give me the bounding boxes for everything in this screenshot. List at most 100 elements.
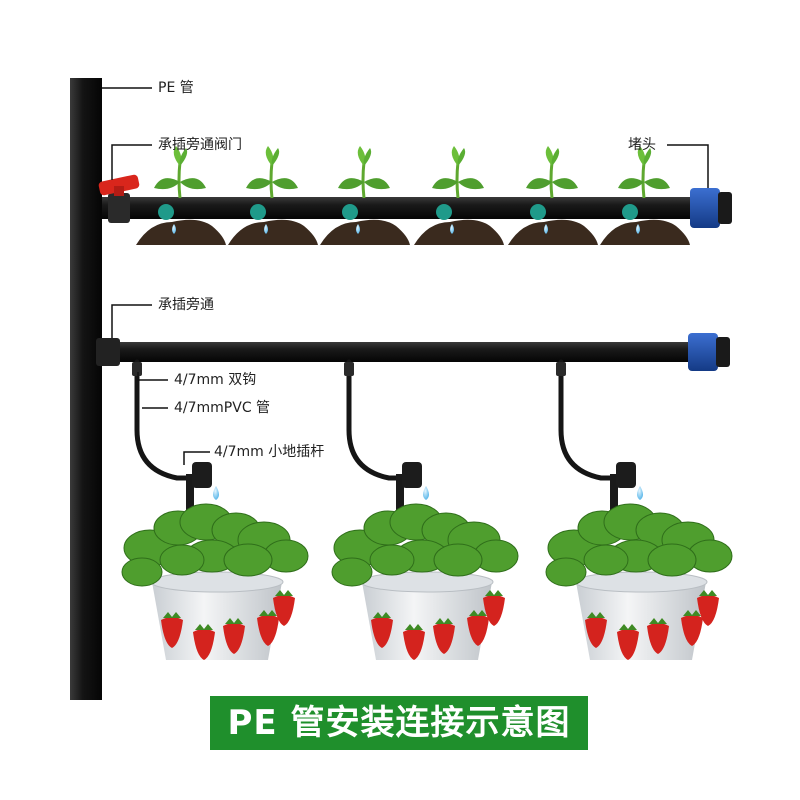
strawberry-calyx xyxy=(259,610,277,616)
strawberry xyxy=(617,629,639,660)
diagram-caption: PE 管安装连接示意图 xyxy=(210,696,588,750)
soil-mound xyxy=(600,219,690,245)
seedling-leaf xyxy=(272,178,298,190)
seedling-leaf xyxy=(173,146,182,166)
seedling xyxy=(414,146,504,245)
strawberry xyxy=(483,595,505,626)
strawberry xyxy=(467,615,489,646)
seedling-leaf xyxy=(246,178,272,190)
seedling-leaf xyxy=(545,146,554,166)
stake-dripper xyxy=(192,462,212,488)
seedling-leaf xyxy=(265,146,274,166)
pot-rim xyxy=(150,571,284,593)
strawberry-calyx xyxy=(405,624,423,630)
strawberry-calyx xyxy=(225,618,243,624)
seedling-stem xyxy=(455,161,460,199)
water-drop xyxy=(213,486,219,500)
seedling-stem xyxy=(269,161,274,199)
strawberry-leaf xyxy=(583,544,629,576)
strawberry-calyx xyxy=(435,618,453,624)
strawberry-leaf xyxy=(331,557,373,587)
flower-pot xyxy=(152,582,282,660)
label-pvc-tube: 4/7mmPVC 管 xyxy=(174,400,271,416)
seedling-leaf xyxy=(644,178,670,190)
ground-stake xyxy=(396,474,404,524)
dripper xyxy=(436,204,452,220)
seedling-leaf xyxy=(526,178,552,190)
seedling-stem xyxy=(361,161,366,199)
strawberry xyxy=(433,623,455,654)
double-hook xyxy=(132,362,142,376)
seedling-leaf xyxy=(643,148,652,166)
strawberry-leaf xyxy=(223,543,273,577)
soil-mound xyxy=(320,219,410,245)
strawberry-leaf xyxy=(647,543,697,577)
strawberry xyxy=(273,595,295,626)
strawberry xyxy=(193,629,215,660)
seedling-leaf xyxy=(451,146,460,166)
label-double-hook: 4/7mm 双钩 xyxy=(174,372,257,388)
dripper xyxy=(250,204,266,220)
seedling-leaf xyxy=(180,178,206,190)
dripper xyxy=(158,204,174,220)
strawberry-leaf xyxy=(121,557,163,587)
seedling xyxy=(136,146,226,245)
seedling-leaf xyxy=(551,148,560,166)
strawberry-calyx xyxy=(469,610,487,616)
strawberry-calyx xyxy=(275,590,293,596)
strawberry xyxy=(161,617,183,648)
label-bypass-valve: 承插旁通阀门 xyxy=(158,137,242,153)
water-drop xyxy=(264,224,268,234)
strawberry xyxy=(697,595,719,626)
upper-end-plug xyxy=(690,188,732,228)
dripper xyxy=(530,204,546,220)
strawberry-calyx xyxy=(683,610,701,616)
seedling-stem xyxy=(177,161,182,199)
strawberry-calyx xyxy=(163,612,181,618)
seedling-leaf xyxy=(154,178,180,190)
strawberry-calyx xyxy=(373,612,391,618)
pvc-tube xyxy=(558,359,614,481)
water-drop xyxy=(172,224,176,234)
seedling-leaf xyxy=(271,148,280,166)
seedling-row xyxy=(136,146,690,245)
dripper xyxy=(342,204,358,220)
water-drop xyxy=(423,486,429,500)
soil-mound xyxy=(414,219,504,245)
seedling-leaf xyxy=(363,148,372,166)
seedling xyxy=(228,146,318,245)
strawberry xyxy=(681,615,703,646)
strawberry xyxy=(257,615,279,646)
lower-horizontal-pipe xyxy=(102,342,702,362)
pot-rim xyxy=(360,571,494,593)
seedling-leaf xyxy=(432,178,458,190)
water-drop xyxy=(637,486,643,500)
strawberry-leaf xyxy=(159,544,205,576)
seedling-leaf xyxy=(364,178,390,190)
ground-stake xyxy=(610,474,618,524)
seedling-leaf xyxy=(618,178,644,190)
double-hook xyxy=(344,362,354,376)
seedling-leaf xyxy=(458,178,484,190)
label-pe-pipe: PE 管 xyxy=(158,80,194,96)
seedling-stem xyxy=(549,161,554,199)
hanging-pot-row xyxy=(121,359,733,660)
drip-unit xyxy=(545,359,733,660)
vertical-pe-pipe xyxy=(70,78,102,700)
water-drop xyxy=(450,224,454,234)
label-bypass: 承插旁通 xyxy=(158,297,214,313)
strawberry xyxy=(403,629,425,660)
seedling-leaf xyxy=(179,148,188,166)
strawberry xyxy=(585,617,607,648)
seedling xyxy=(320,146,410,245)
water-drop xyxy=(356,224,360,234)
leader-lines xyxy=(102,87,709,465)
soil-mound xyxy=(136,219,226,245)
double-hook xyxy=(556,362,566,376)
seedling-stem xyxy=(641,161,646,199)
strawberry-leaf xyxy=(369,544,415,576)
strawberry-leaf xyxy=(545,557,587,587)
bypass-valve xyxy=(98,174,140,223)
upper-horizontal-pipe xyxy=(102,197,704,219)
